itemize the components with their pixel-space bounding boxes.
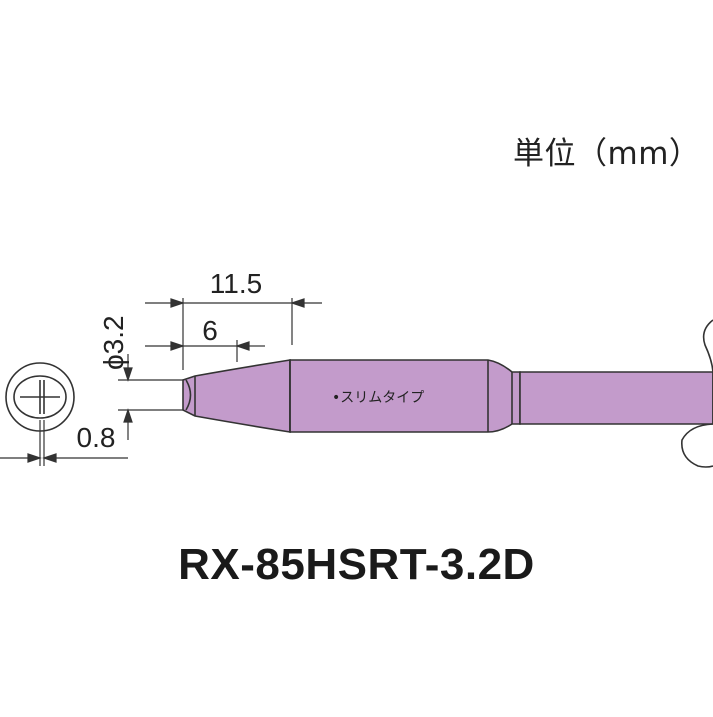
overall-length-label: 11.5 — [210, 268, 262, 299]
model-number: RX-85HSRT-3.2D — [178, 540, 535, 589]
diameter-label: ϕ3.2 — [98, 315, 129, 370]
thickness-dimension-lines — [0, 420, 128, 466]
break-curve — [681, 319, 713, 468]
unit-label: 単位（mm） — [513, 136, 701, 172]
tip-side-view — [182, 359, 713, 433]
taper-length-label: 6 — [202, 315, 218, 346]
slim-type-note: •スリムタイプ — [332, 390, 424, 406]
length-dimension-lines — [145, 298, 322, 370]
thickness-label: 0.8 — [77, 422, 116, 453]
diameter-dimension-lines — [118, 354, 185, 440]
